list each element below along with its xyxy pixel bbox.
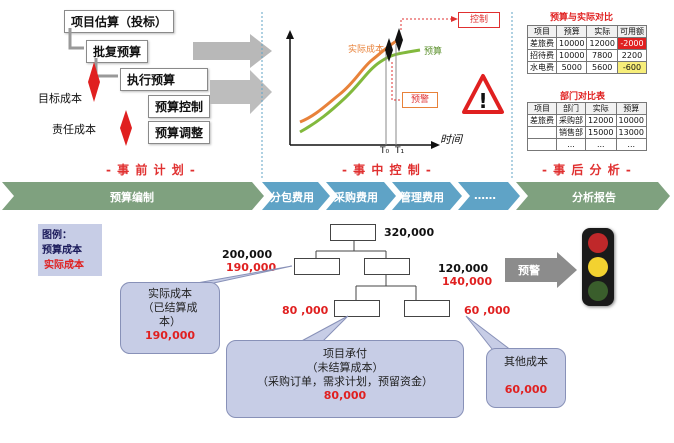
callout-line: 本） — [159, 315, 181, 328]
callout-value: 80,000 — [323, 389, 367, 402]
grey-arrow-lower — [210, 70, 272, 114]
callout-line: 项目承付 — [323, 347, 367, 360]
tree-root-node — [330, 224, 376, 241]
table-cell: 10000 — [615, 114, 647, 127]
department-compare-table: 项目 部门 实际 预算 差旅费 采购部 12000 10000 销售部 1500… — [526, 102, 647, 151]
phase-during-label: - 事 中 控 制 - — [342, 163, 432, 177]
callout-line: （采购订单，需求计划，预留资金） — [257, 375, 433, 388]
step-estimate: 项目估算（投标） — [64, 10, 175, 33]
legend-budget: 预算成本 — [42, 245, 82, 256]
green-light — [588, 281, 608, 301]
left-budget-value: 200,000 — [222, 248, 273, 261]
step-budget-adjust: 预算调整 — [148, 121, 211, 144]
other-cost-callout: 其他成本 60,000 — [486, 348, 566, 408]
table-header-cell: 项目 — [526, 25, 558, 38]
callout-value: 60,000 — [504, 383, 548, 396]
project-commit-callout: 项目承付 （未结算成本） （采购订单，需求计划，预留资金） 80,000 — [226, 340, 464, 418]
actual-cost-curve-label: 实际成本 — [348, 45, 385, 55]
legend-box: 图例： 预算成本 实际成本 — [38, 224, 102, 276]
actual-curve — [299, 38, 399, 124]
management-fee-label: 管理费用 — [400, 191, 444, 204]
callout-line: 其他成本 — [504, 355, 548, 368]
table-header-cell: 可用额 — [616, 25, 648, 38]
tree-commit-node — [334, 300, 380, 317]
warning-arrow — [505, 252, 577, 288]
process-bar — [2, 182, 670, 210]
table-row: ... ... ... — [526, 138, 647, 151]
control-box: 控制 — [458, 12, 500, 28]
table-cell: 5600 — [586, 61, 618, 74]
tree-right-node — [364, 258, 410, 275]
phase-before-label: - 事 前 计 划 - — [106, 163, 196, 177]
warning-box: 预警 — [402, 92, 438, 108]
control-label: 控制 — [469, 15, 488, 25]
budget-curve — [299, 48, 421, 134]
table-header-cell: 实际 — [585, 102, 617, 115]
table2-title: 部门对比表 — [560, 92, 606, 102]
more-label: …… — [474, 189, 496, 202]
traffic-light-icon — [582, 228, 614, 306]
budget-compilation-label: 预算编制 — [110, 191, 154, 204]
table-cell: ... — [585, 138, 617, 151]
legend-actual: 实际成本 — [44, 260, 84, 271]
budget-curve-label: 预算 — [424, 47, 443, 57]
chevron-subcontract — [262, 182, 330, 210]
root-budget-value: 320,000 — [384, 226, 435, 239]
chevron-more — [458, 182, 520, 210]
chevron-budget — [2, 182, 264, 210]
tree-other-node — [404, 300, 450, 317]
cost-curve-chart: ! — [261, 12, 513, 178]
analysis-report-label: 分析报告 — [572, 191, 616, 204]
control-marker-t1 — [395, 28, 403, 52]
warning-arrow-label: 预警 — [518, 264, 540, 277]
target-cost-diamond — [88, 62, 100, 102]
time-axis-label: 时间 — [440, 133, 462, 146]
table1-title: 预算与实际对比 — [550, 13, 614, 23]
table-cell: ... — [615, 138, 647, 151]
phase-after-label: - 事 后 分 析 - — [542, 163, 632, 177]
tree-left-node — [294, 258, 340, 275]
t0-label: T₀ — [380, 146, 390, 156]
budget-vs-actual-table: 项目 预算 实际 可用额 差旅费 10000 12000 -2000 招待费 1… — [526, 25, 648, 74]
planning-connectors — [68, 28, 272, 146]
yellow-light — [588, 257, 608, 277]
step-budget-control: 预算控制 — [148, 95, 211, 118]
svg-text:!: ! — [478, 89, 487, 113]
step-execution-budget: 执行预算 — [120, 68, 208, 91]
table-row: 水电费 5000 5600 -600 — [526, 61, 648, 74]
t1-label: T₁ — [395, 146, 405, 156]
chevron-management — [392, 182, 462, 210]
table-cell: -600 — [616, 61, 648, 74]
commit-budget-value: 80 ,000 — [282, 304, 329, 317]
callout-value: 190,000 — [144, 329, 196, 342]
step-approved-budget: 批复预算 — [86, 40, 149, 63]
table-row: 差旅费 采购部 12000 10000 — [526, 114, 647, 127]
table-header-cell: 实际 — [586, 25, 618, 38]
responsibility-cost-label: 责任成本 — [52, 123, 96, 136]
purchase-fee-label: 采购费用 — [334, 191, 378, 204]
chevron-purchase — [326, 182, 396, 210]
other-budget-value: 60 ,000 — [464, 304, 511, 317]
table-header-row: 项目 预算 实际 可用额 — [526, 25, 648, 38]
right-budget-value: 120,000 — [438, 262, 489, 275]
red-light — [588, 233, 608, 253]
warning-box-label: 预警 — [410, 95, 429, 105]
right-actual-value: 140,000 — [442, 275, 493, 288]
grey-arrow-upper — [193, 34, 272, 68]
table-row: 差旅费 10000 12000 -2000 — [526, 37, 648, 50]
control-marker-t0 — [385, 38, 393, 62]
chevron-report — [516, 182, 670, 210]
callout-line: （已结算成 — [142, 301, 198, 314]
target-cost-label: 目标成本 — [38, 92, 82, 105]
callout-line: 实际成本 — [148, 287, 192, 300]
warning-triangle-icon — [462, 74, 504, 114]
subcontract-fee-label: 分包费用 — [270, 191, 314, 204]
legend-title: 图例： — [42, 230, 72, 241]
responsibility-cost-diamond — [120, 110, 132, 146]
actual-cost-callout: 实际成本 （已结算成 本） 190,000 — [120, 282, 220, 354]
callout-line: （未结算成本） — [306, 361, 384, 374]
